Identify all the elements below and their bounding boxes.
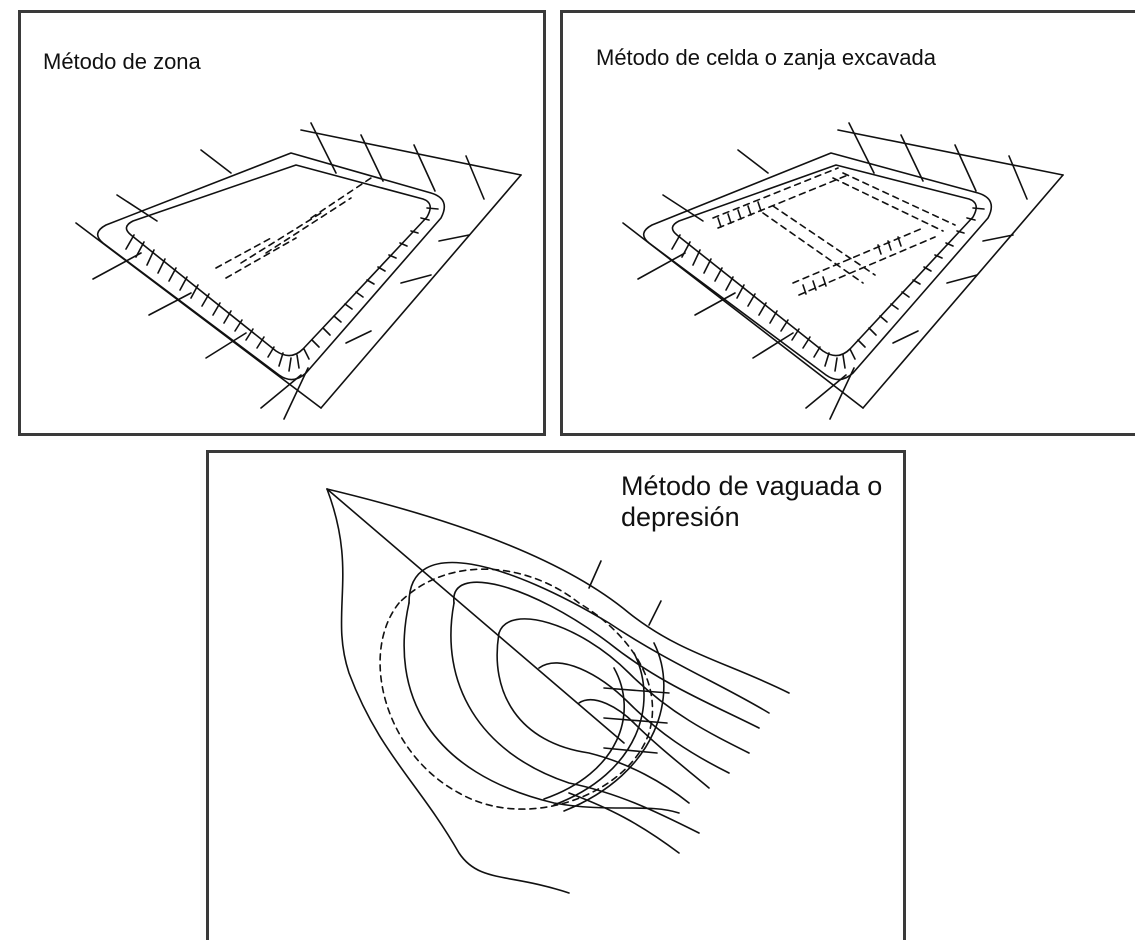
contour-lines [326,488,790,854]
outer-contour [326,488,570,894]
panel-title-zona: Método de zona [43,49,201,74]
panel-depression-method: Método de vaguada o depresión [206,450,906,940]
fill-boundary-dashed [379,568,654,810]
panel-trench-method: Método de celda o zanja excavada [560,10,1135,436]
excavated-trenches [712,167,956,296]
panel-title-vaguada: Método de vaguada o depresión [621,471,883,533]
slope-hatching [125,207,439,372]
cell-outer-edge [96,152,446,381]
depression-method-drawing [326,488,790,894]
trench-hatching [717,201,902,295]
cell-inner-edge [671,164,977,357]
fill-lift-marks [215,177,372,279]
valley-axis [326,488,625,744]
trench-method-drawing [622,122,1064,420]
panel-area-method: Método de zona [18,10,546,436]
slope-hatching [671,207,985,372]
cell-outer-edge [642,152,993,381]
cross-section-marks [588,560,662,626]
area-method-drawing [75,122,522,420]
working-face [543,642,670,812]
cell-inner-edge [125,164,431,357]
panel-title-celda: Método de celda o zanja excavada [596,45,937,70]
terrain-grid-lines [75,122,522,420]
